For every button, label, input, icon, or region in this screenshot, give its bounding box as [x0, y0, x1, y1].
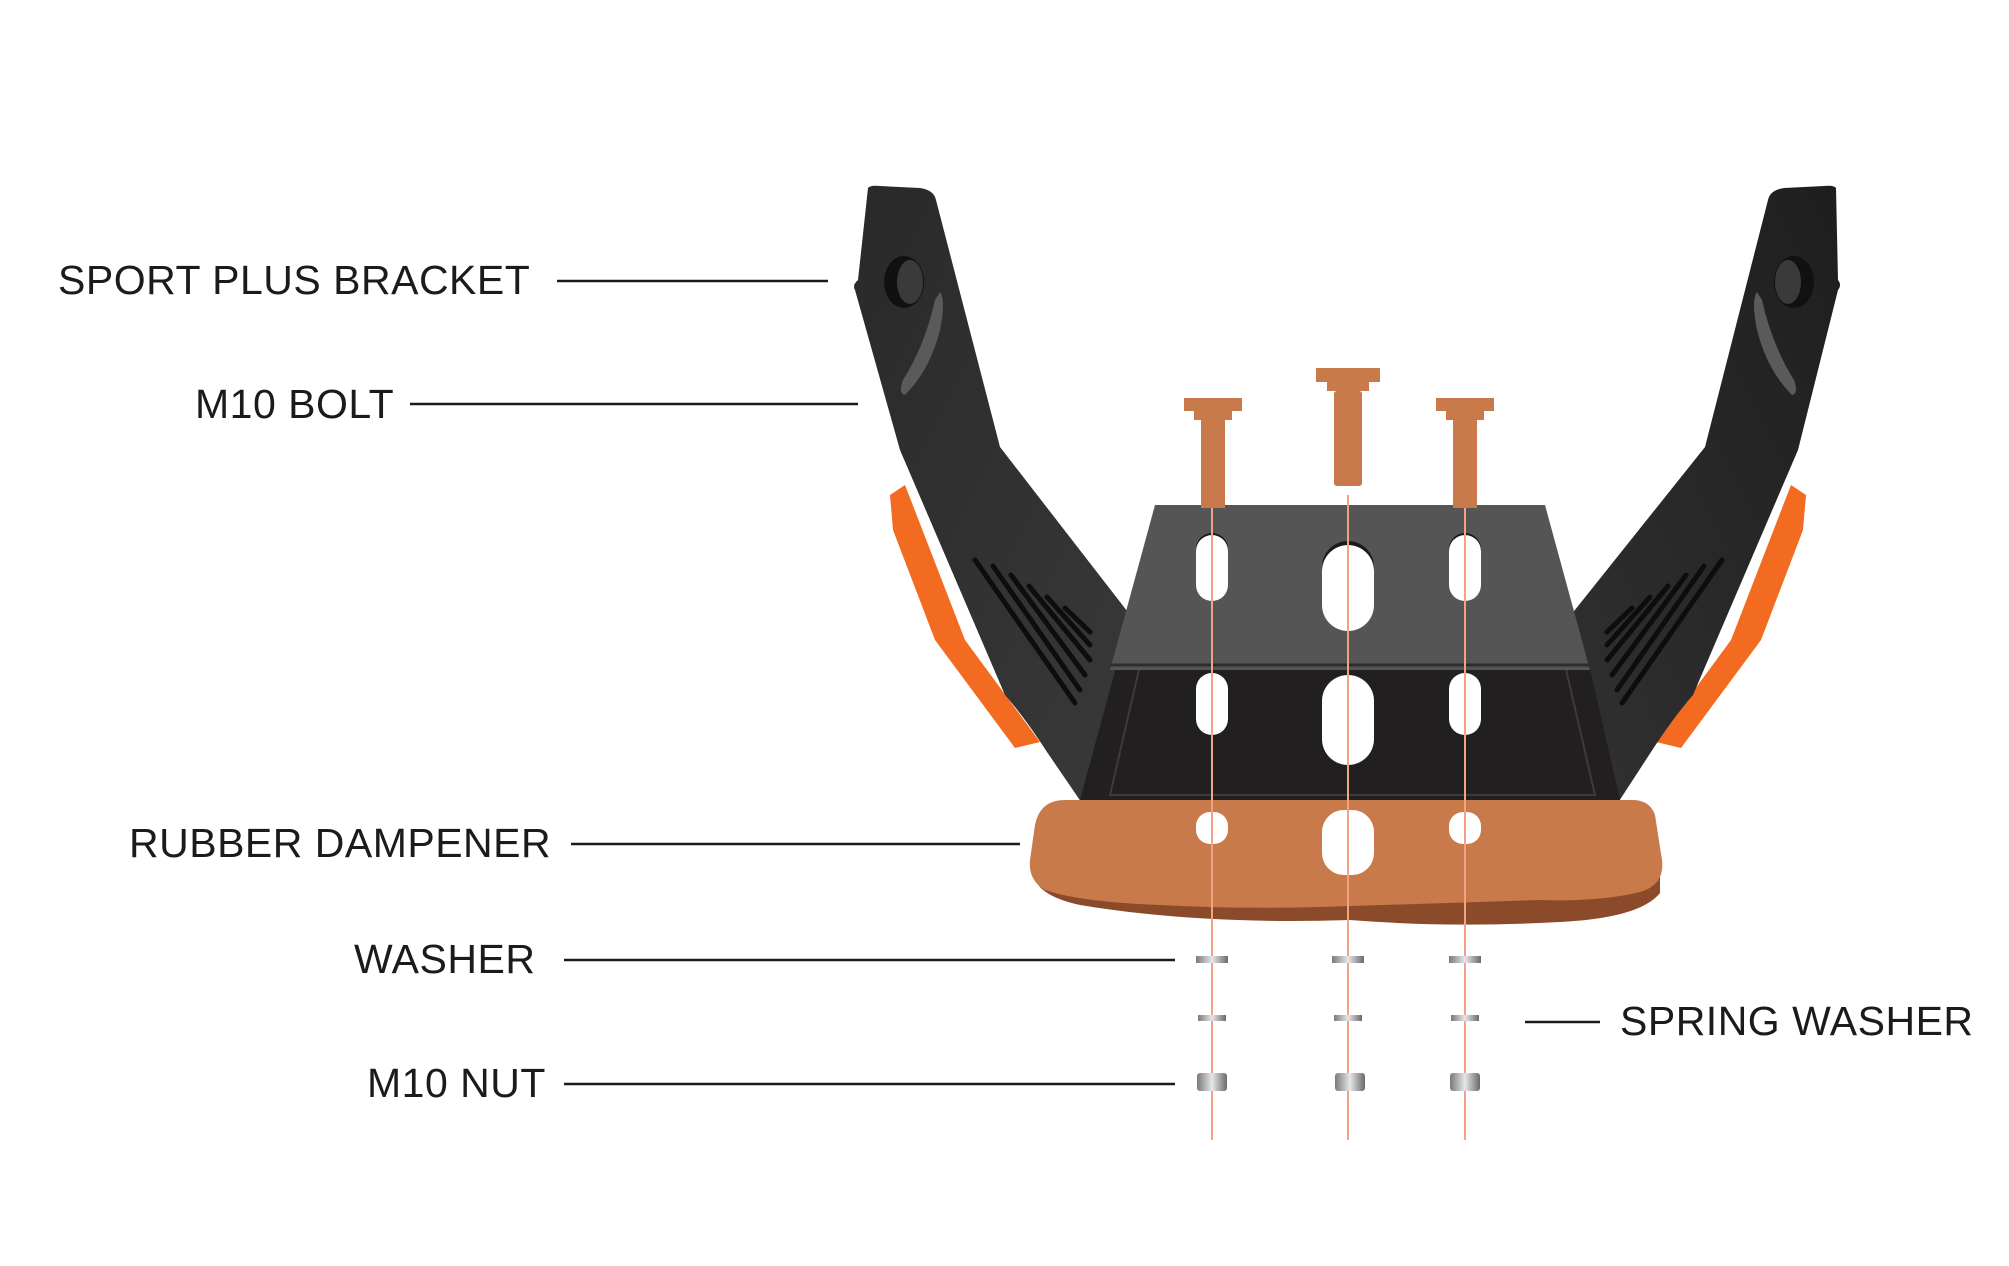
label-m10-nut: M10 NUT: [367, 1060, 546, 1106]
label-rubber-dampener: RUBBER DAMPENER: [129, 820, 551, 866]
right-arm-hole: [1774, 256, 1814, 308]
right-arm-groove: [1754, 292, 1797, 395]
right-vent-slots: [1604, 557, 1725, 706]
m10-bolt-right: [1436, 398, 1494, 508]
bolt-axis-lines: [1211, 495, 1466, 1140]
washers: [1196, 956, 1481, 963]
left-arm-hole: [884, 256, 924, 308]
label-washer: WASHER: [354, 936, 535, 982]
left-arm-groove: [900, 292, 943, 395]
leader-lines: [410, 279, 1600, 1086]
m10-bolts: [1184, 368, 1494, 508]
right-orange-accent: [1656, 485, 1806, 748]
m10-nuts: [1197, 1073, 1480, 1091]
left-orange-accent: [890, 485, 1040, 748]
m10-bolt-left: [1184, 398, 1242, 508]
spring-washers: [1198, 1015, 1479, 1021]
label-sport-plus-bracket: SPORT PLUS BRACKET: [58, 257, 530, 303]
label-spring-washer: SPRING WASHER: [1620, 998, 1974, 1044]
left-vent-slots: [972, 557, 1093, 706]
sport-plus-bracket: [854, 185, 1840, 815]
label-m10-bolt: M10 BOLT: [195, 381, 394, 427]
rubber-dampener: [1029, 800, 1663, 925]
m10-bolt-center: [1316, 368, 1380, 486]
